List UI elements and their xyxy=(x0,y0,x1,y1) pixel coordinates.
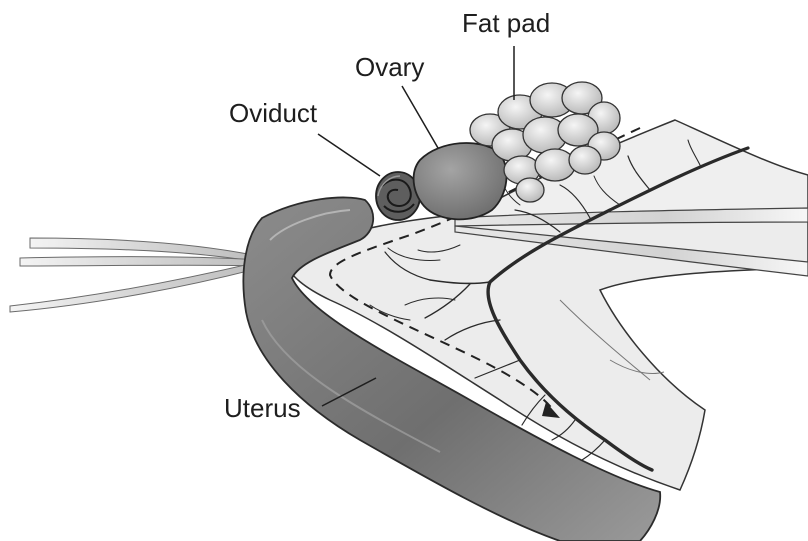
oviduct-label: Oviduct xyxy=(229,100,317,126)
oviduct-leader-line xyxy=(318,134,380,176)
ovary-label: Ovary xyxy=(355,54,424,80)
fat-pad-label: Fat pad xyxy=(462,10,550,36)
uterus-label: Uterus xyxy=(224,395,301,421)
ovary-leader-line xyxy=(402,86,438,148)
ovary xyxy=(414,143,507,219)
left-ligament-strands xyxy=(10,238,260,312)
